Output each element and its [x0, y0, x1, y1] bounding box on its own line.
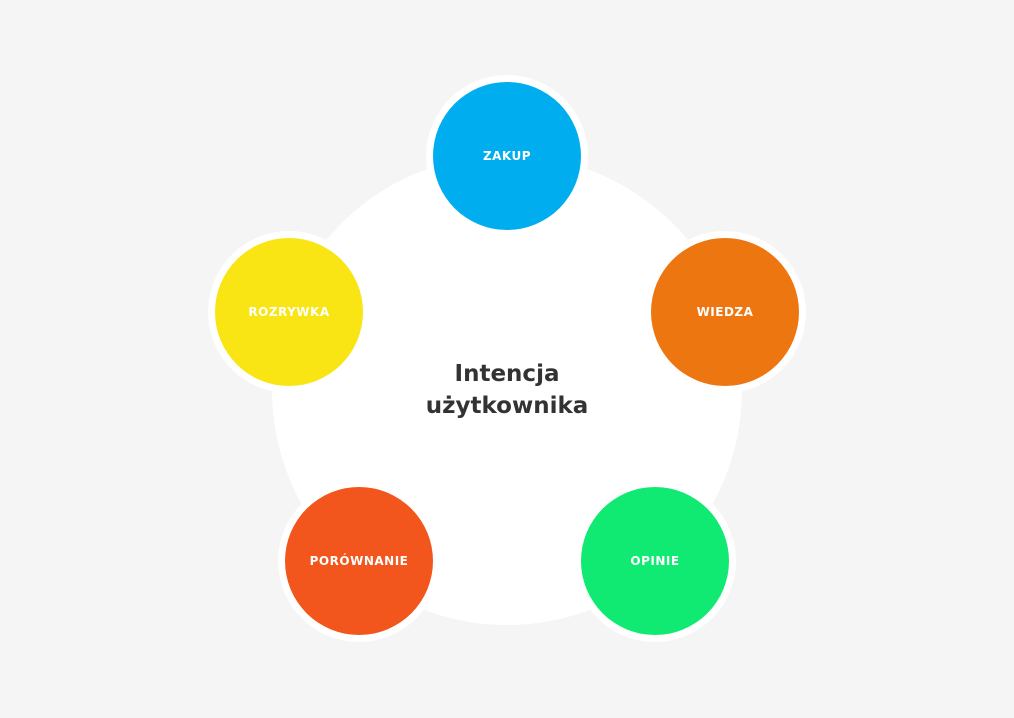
node-label: OPINIE — [630, 554, 680, 568]
node-opinie: OPINIE — [581, 487, 729, 635]
title-line-2: użytkownika — [425, 393, 589, 419]
node-wiedza: WIEDZA — [651, 238, 799, 386]
node-label: PORÓWNANIE — [309, 554, 409, 568]
node-label: ROZRYWKA — [248, 305, 330, 319]
node-label: WIEDZA — [696, 305, 754, 319]
node-zakup: ZAKUP — [433, 82, 581, 230]
node-label: ZAKUP — [482, 149, 532, 163]
node-porownanie: PORÓWNANIE — [285, 487, 433, 635]
node-rozrywka: ROZRYWKA — [215, 238, 363, 386]
title-line-1: Intencja — [454, 361, 560, 387]
diagram-title: Intencja użytkownika — [357, 358, 657, 422]
